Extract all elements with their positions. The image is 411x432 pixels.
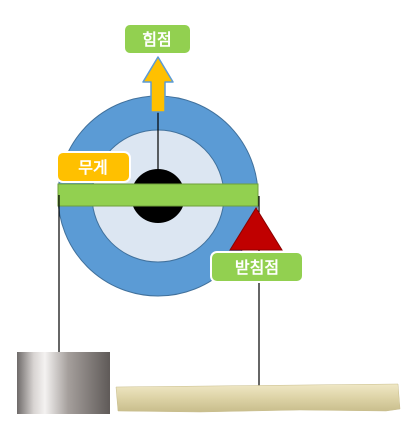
effort-arrow: [142, 56, 174, 113]
effort-label-box: [123, 23, 192, 55]
fulcrum-label-text: 받침점: [235, 258, 279, 277]
load-label-text: 무게: [78, 158, 107, 177]
load-label-box: [56, 151, 131, 183]
weight-block: [17, 352, 110, 414]
fulcrum-label-box: [210, 251, 304, 283]
effort-label-text: 힘점: [142, 30, 171, 49]
load-label: 무게: [56, 151, 131, 183]
fulcrum-triangle: [229, 207, 283, 251]
ground-slab: [115, 383, 401, 413]
effort-label: 힘점: [123, 23, 192, 55]
lever-bar: [57, 183, 259, 207]
fulcrum-label: 받침점: [210, 251, 304, 283]
